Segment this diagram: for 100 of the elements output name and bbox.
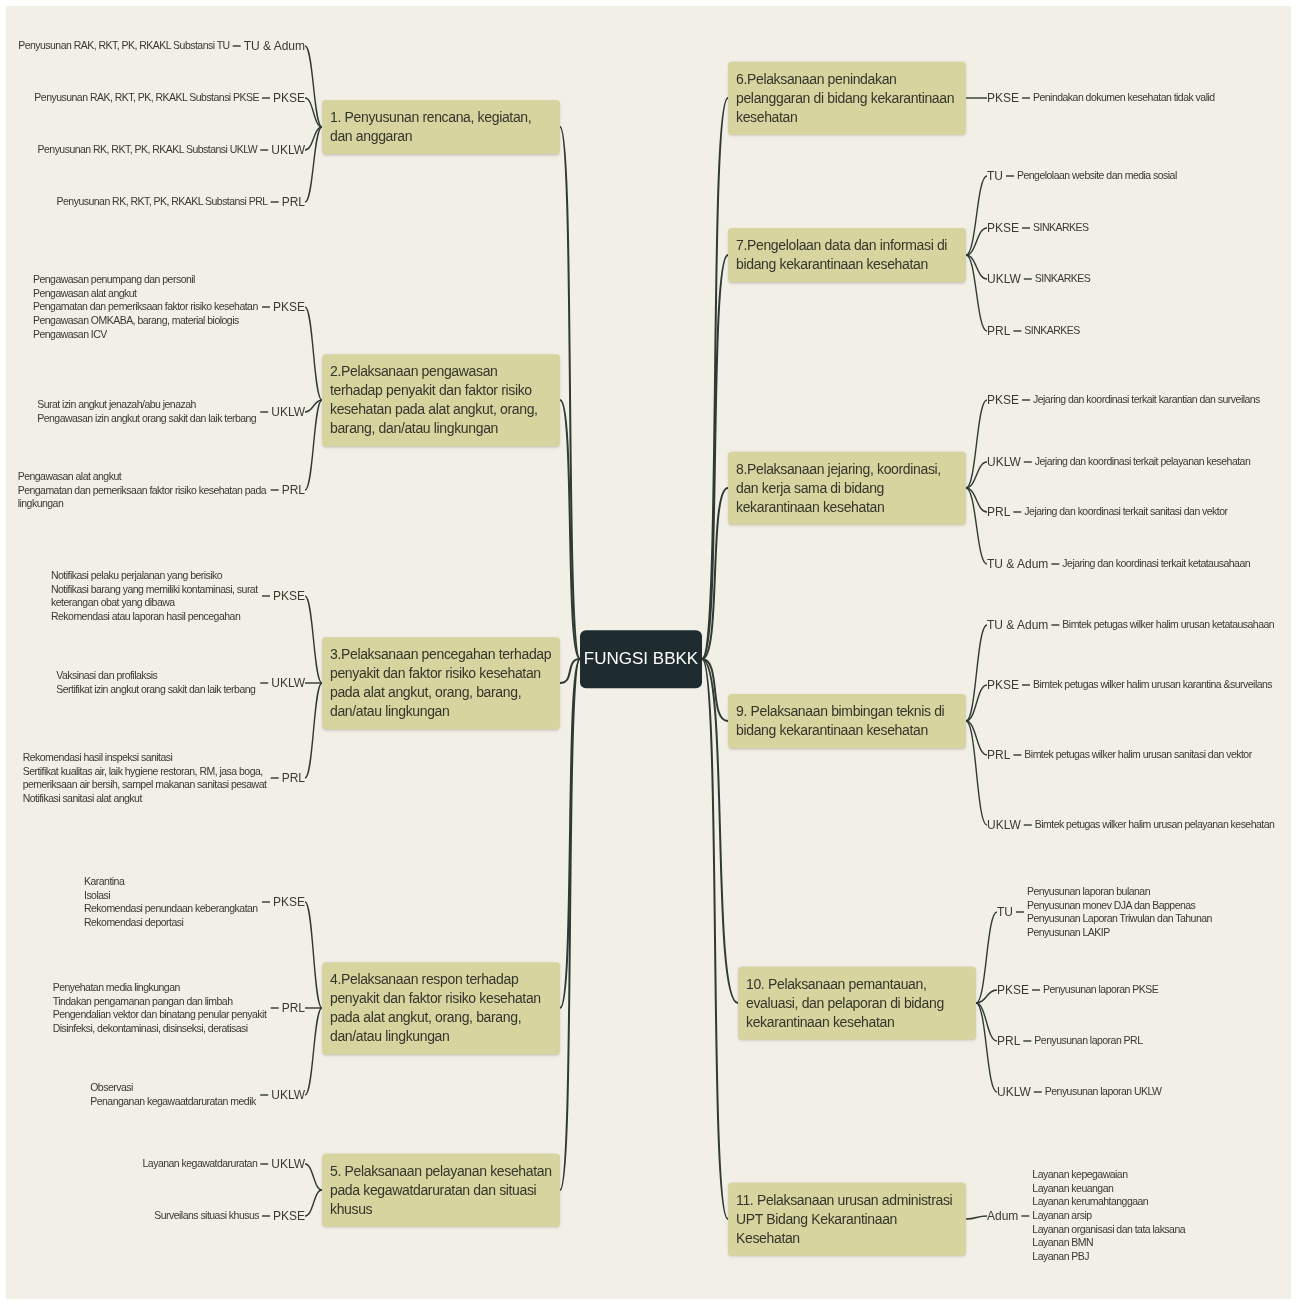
unit-label: PRL (281, 999, 305, 1017)
task-text: Layanan kepegawaian (1032, 1168, 1128, 1182)
task-text: Pengelolaan website dan media sosial (1017, 169, 1177, 183)
connector-line (701, 658, 729, 722)
task-text: Notifikasi sanitasi alat angkut (22, 791, 142, 806)
unit-label: UKLW (271, 1155, 305, 1173)
task-text: Penyusunan RAK, RKT, PK, RKAKL Substansi TU (18, 39, 230, 53)
connector-line (965, 720, 988, 756)
task-text: Layanan BMN (1032, 1236, 1094, 1251)
unit-label: PKSE (273, 298, 305, 316)
topic-box: 9. Pelaksanaan bimbingan teknis di bidang kekarantinaan kesehatan (728, 694, 966, 748)
unit-label: PRL (987, 503, 1011, 521)
task-text: SINKARKES (1034, 272, 1091, 286)
task-text: Penyusunan LAKIP (1027, 925, 1110, 940)
task-text: Penyusunan laporan UKLW (1044, 1085, 1162, 1099)
connector-line (231, 45, 242, 47)
connector-line (965, 97, 988, 99)
connector-line (1022, 1040, 1033, 1042)
task-text: Jejaring dan koordinasi terkait pelayanan kesehatan (1034, 455, 1251, 469)
connector-line (1050, 624, 1061, 626)
topic-box: 11. Pelaksanaan urusan administrasi UPT Bidang Kekarantinaan Kesehatan (728, 1182, 966, 1256)
task-text: Tindakan pengamanan pangan dan limbah (52, 994, 233, 1008)
connector-line (701, 487, 729, 660)
unit-label: PRL (997, 1032, 1021, 1050)
connector-line (965, 684, 988, 722)
task-text: Sertifikat kualitas air, laik hygiene restoran, RM, jasa boga, pemeriksaan air bersih, sampel makanan sanitasi pesawat (22, 764, 268, 792)
connector-line (304, 97, 323, 128)
connector-line (701, 658, 739, 1004)
central-topic-box: FUNGSI BBKK (580, 630, 702, 688)
connector-line (1020, 1215, 1031, 1217)
connector-line (965, 399, 988, 489)
connector-line (261, 1215, 271, 1217)
unit-label: PRL (281, 481, 305, 499)
connector-line (965, 254, 988, 280)
connector-line (1021, 399, 1031, 401)
task-text: Pengawasan penumpang dan personil (33, 272, 195, 287)
task-text: Notifikasi barang yang memiliki kontaminasi, surat keterangan obat yang dibawa (51, 582, 259, 610)
task-text: Rekomendasi hasil inspeksi sanitasi (22, 750, 173, 765)
task-text: Penyusunan Laporan Triwulan dan Tahunan (1027, 912, 1212, 926)
task-text: Penyusunan RK, RKT, PK, RKAKL Substansi PRL (56, 195, 268, 209)
unit-label: PKSE (987, 89, 1019, 107)
connector-line (269, 489, 280, 491)
connector-line (1012, 511, 1023, 513)
unit-label: PKSE (987, 391, 1019, 409)
unit-label: UKLW (987, 816, 1021, 834)
connector-line (965, 624, 988, 722)
topic-box: 5. Pelaksanaan pelayanan kesehatan pada kegawatdaruratan dan situasi khusus (322, 1153, 560, 1227)
connector-line (1012, 330, 1023, 332)
connector-line (1023, 278, 1033, 280)
task-text: Penyusunan laporan PRL (1034, 1034, 1143, 1048)
task-text: Penyusunan laporan PKSE (1043, 983, 1159, 997)
task-text: Layanan arsip (1032, 1209, 1092, 1223)
connector-line (304, 1163, 323, 1191)
unit-label: UKLW (271, 674, 305, 692)
connector-line (1021, 684, 1031, 686)
connector-line (965, 461, 988, 489)
connector-line (975, 1002, 998, 1042)
task-text: SINKARKES (1033, 221, 1089, 235)
unit-label: TU & Adum (243, 37, 305, 55)
task-text: Penyehatan media lingkungan (52, 980, 180, 995)
task-text: Isolasi (84, 888, 111, 902)
connector-line (304, 399, 323, 491)
topic-box: 10. Pelaksanaan pemantauan, evaluasi, dan pelaporan di bidang kekarantinaan kesehatan (738, 966, 976, 1040)
unit-label: TU (987, 167, 1003, 185)
connector-line (261, 901, 271, 903)
task-text: Rekomendasi penundaan keberangkatan (84, 902, 258, 916)
task-text: Layanan kerumahtanggaan (1032, 1195, 1149, 1210)
connector-line (1015, 911, 1025, 913)
connector-line (269, 1007, 280, 1009)
connector-line (259, 682, 269, 684)
connector-line (304, 126, 323, 203)
unit-label: UKLW (271, 141, 305, 159)
unit-label: PKSE (273, 893, 305, 911)
connector-line (261, 97, 271, 99)
task-text: Layanan organisasi dan tata laksana (1032, 1222, 1186, 1237)
connector-line (701, 97, 729, 660)
connector-line (304, 399, 323, 413)
connector-line (1005, 175, 1015, 177)
task-text: Penyusunan RK, RKT, PK, RKAKL Substansi UKLW (37, 143, 258, 157)
task-text: Jejaring dan koordinasi terkait karantian dan surveilans (1033, 393, 1260, 407)
task-text: Vaksinasi dan profilaksis (56, 669, 158, 683)
connector-line (1033, 1091, 1043, 1093)
connector-line (1031, 989, 1041, 991)
connector-line (965, 254, 988, 332)
task-text: Bimtek petugas wilker halim urusan ketatausahaan (1062, 618, 1275, 632)
task-text: Observasi (90, 1081, 133, 1095)
unit-label: UKLW (271, 403, 305, 421)
task-text: Pengamatan dan pemeriksaan faktor risiko kesehatan (33, 300, 258, 314)
connector-line (965, 227, 988, 256)
connector-line (261, 595, 271, 597)
connector-line (1021, 97, 1031, 99)
task-text: Layanan keuangan (1032, 1181, 1114, 1196)
topic-box: 8.Pelaksanaan jejaring, koordinasi, dan kerja sama di bidang kekarantinaan kesehatan (728, 451, 966, 525)
connector-line (559, 658, 581, 1191)
unit-label: PRL (987, 322, 1011, 340)
connector-line (304, 682, 323, 684)
unit-label: UKLW (987, 453, 1021, 471)
connector-line (975, 989, 998, 1004)
unit-label: PKSE (273, 89, 305, 107)
task-text: SINKARKES (1024, 324, 1080, 338)
